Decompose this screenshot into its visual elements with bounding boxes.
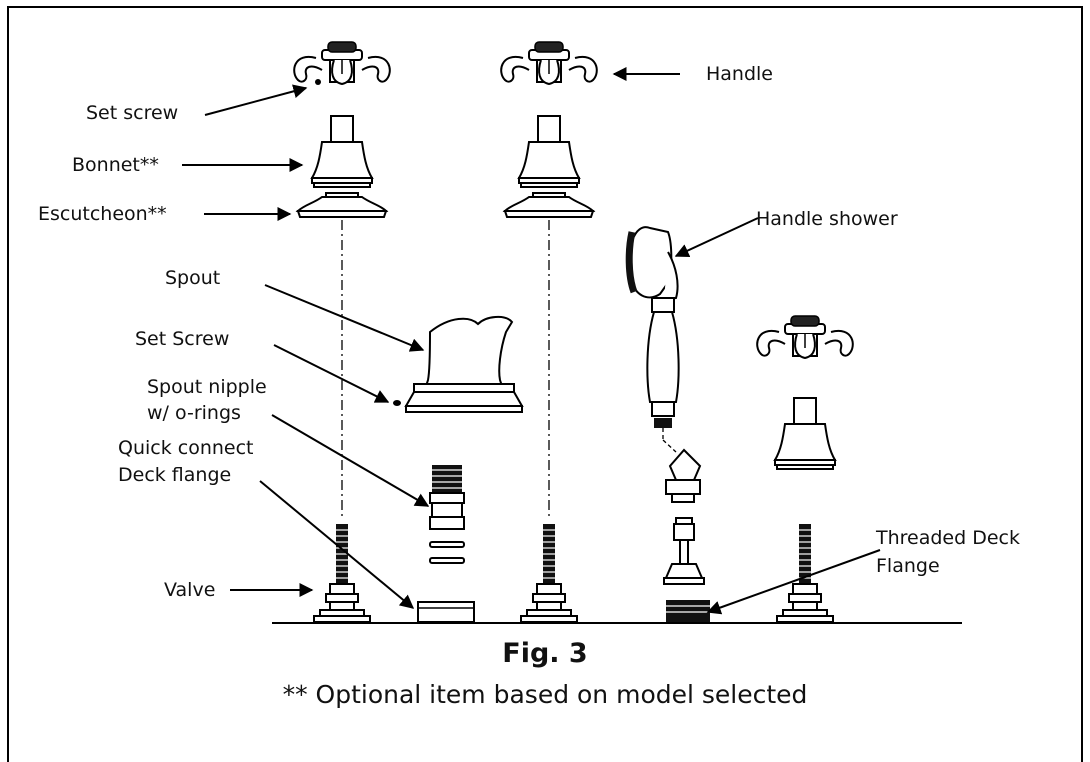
bonnet-middle [518,115,580,188]
outer-border [7,6,1083,762]
handle-left [293,41,391,85]
label-handle: Handle [706,63,774,85]
label-spout-nipple-line2: w/ o-rings [147,402,241,424]
label-handle-shower: Handle shower [756,208,898,230]
bonnet-right [774,397,836,470]
label-threaded-line1: Threaded Deck [876,527,1020,549]
label-bonnet: Bonnet** [72,154,159,176]
valve-right [776,523,834,623]
shower-connector [663,448,710,622]
handle-middle [500,41,598,85]
leader-arrows [182,67,881,615]
figure-title: Fig. 3 [502,638,588,669]
label-set-screw-top: Set screw [86,102,179,124]
figure-note: ** Optional item based on model selected [282,680,808,709]
spout-set-screw [393,400,401,406]
escutcheon-left [297,192,387,218]
hand-shower [625,226,680,453]
label-threaded-line2: Flange [876,555,940,577]
bonnet-left [311,115,373,188]
label-escutcheon: Escutcheon** [38,203,167,225]
label-valve: Valve [164,579,216,601]
spout-nipple [429,465,465,564]
valve-left [313,523,371,623]
label-quick-connect-line1: Quick connect [118,437,254,459]
quick-connect-flange [417,601,475,623]
label-spout: Spout [165,267,221,289]
handle-right [756,315,854,359]
escutcheon-middle [504,192,594,218]
label-quick-connect-line2: Deck flange [118,464,232,486]
spout-body [404,316,524,413]
label-set-screw-spout: Set Screw [135,328,230,350]
label-spout-nipple-line1: Spout nipple [147,376,267,398]
valve-middle [520,523,578,623]
set-screw-left [315,79,321,85]
